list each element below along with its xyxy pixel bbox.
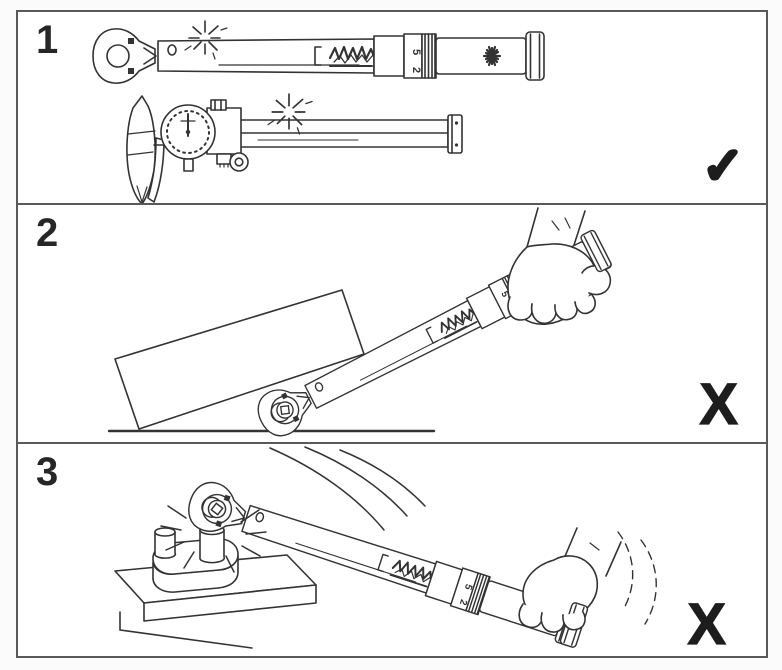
torque-wrench-illustration [91, 27, 546, 85]
motion-arcs [269, 446, 426, 531]
panel-number: 3 [36, 450, 59, 494]
panel-3-hammering-misuse: 3 X [18, 444, 766, 656]
swing-motion-dashes [640, 539, 657, 625]
checkmark-icon: ✓ [701, 138, 746, 194]
tilted-box [114, 289, 365, 430]
hand-illustration [507, 207, 613, 325]
diagram-frame: 1 ✓ [16, 10, 768, 658]
swing-motion-dashes [617, 531, 634, 611]
impact-lines [160, 505, 267, 573]
panel-number: 1 [36, 18, 59, 62]
panel-2-prying-misuse: 2 X [18, 205, 766, 444]
panel-number: 2 [36, 211, 59, 255]
hand-illustration [518, 527, 657, 649]
dial-caliper-illustration [126, 95, 463, 203]
panel-1-correct-tools: 1 ✓ [18, 12, 766, 205]
cross-icon: X [687, 592, 727, 656]
stud-block-illustration [152, 524, 239, 593]
cross-icon: X [699, 372, 739, 437]
